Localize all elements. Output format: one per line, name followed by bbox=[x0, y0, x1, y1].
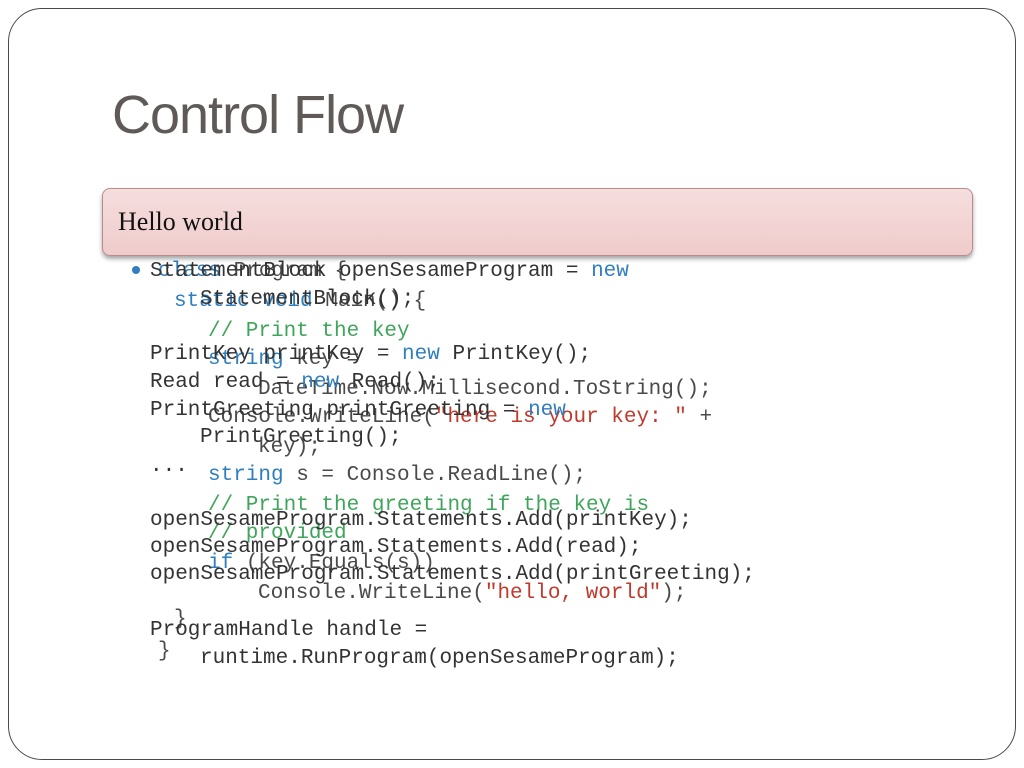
slide-frame bbox=[8, 8, 1016, 760]
banner-label: Hello world bbox=[118, 207, 243, 236]
bullet-dot-icon bbox=[132, 266, 140, 274]
slide-title: Control Flow bbox=[112, 85, 404, 145]
hello-world-banner: Hello world bbox=[102, 188, 973, 256]
